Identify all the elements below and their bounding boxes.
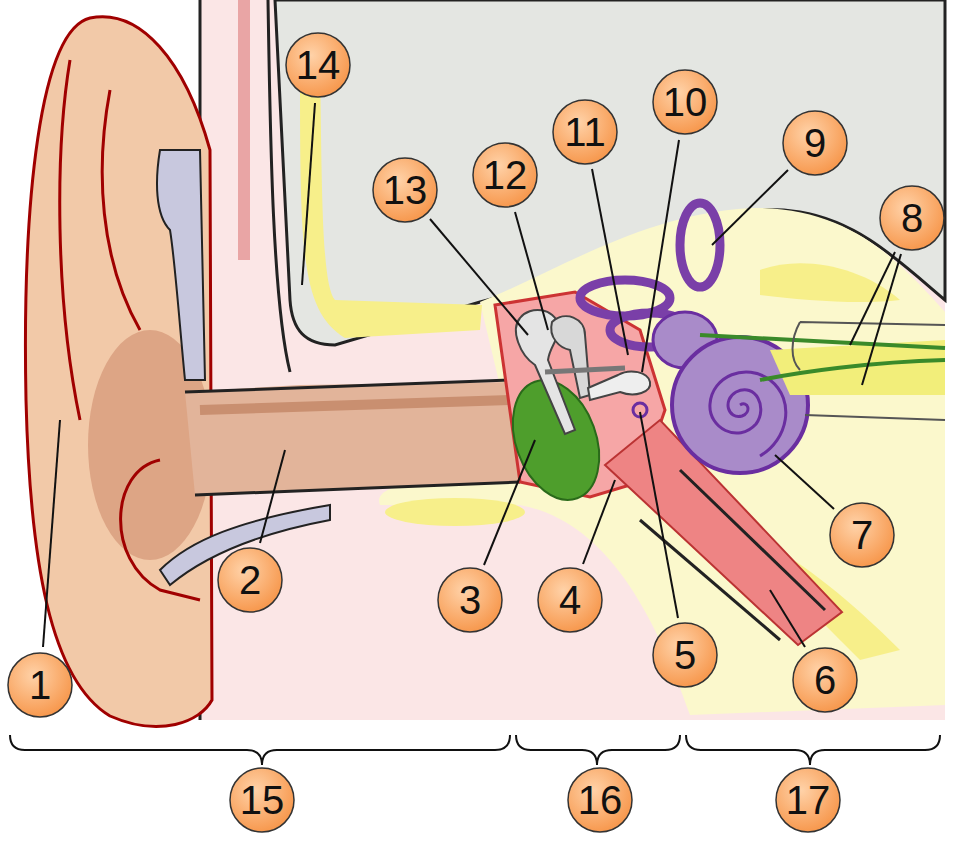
leader-line [642,140,679,372]
callout-number: 4 [559,580,581,620]
callout-circle-fill [880,186,944,250]
callout-circle-fill [553,100,617,164]
cochlea-spiral [710,372,786,456]
region-bracket [686,735,940,765]
callout-number: 6 [814,660,836,700]
tube-wall [640,520,780,640]
leader-line [712,170,788,245]
callout-number: 8 [901,198,923,238]
leader-line [640,412,678,618]
callout-circle-fill [218,548,282,612]
leader-line [770,590,805,647]
callout-number: 16 [578,780,623,820]
bone-band [760,263,900,302]
callout-circle: 7 [829,502,895,568]
callout-circle: 11 [552,99,618,165]
callout-circle-fill [653,623,717,687]
callout-circle-fill [438,568,502,632]
bone-band [385,498,525,526]
leader-line [583,480,615,564]
callout-circle: 14 [285,32,351,98]
leader-line [302,103,315,285]
leader-line [592,169,628,355]
callout-number: 12 [483,155,528,195]
bone-band [300,60,482,338]
vestibular-nerve [700,335,945,348]
callout-number: 13 [383,170,428,210]
callout-circle: 3 [437,567,503,633]
callout-circle-fill [783,111,847,175]
helix-line [102,90,140,330]
tube-wall [680,470,825,610]
ear-canal-wall [185,380,510,392]
leader-line [775,455,834,509]
ear-canal [185,382,520,495]
callout-circle-fill [373,158,437,222]
callout-circle-fill [473,143,537,207]
auricle [25,17,212,727]
callout-circle-fill [8,653,72,717]
callout-circle-fill [776,768,840,832]
callout-circle: 10 [652,69,718,135]
leader-line [484,440,535,565]
callout-circle: 1 [7,652,73,718]
region-bracket [10,735,510,765]
callout-number: 3 [459,580,481,620]
ear-canal-wall [195,482,520,495]
helix-line [60,60,80,420]
leader-line [515,212,548,330]
callout-circle: 15 [229,767,295,833]
callout-number: 7 [851,515,873,555]
tendon [545,368,625,372]
callout-circle-fill [653,70,717,134]
callout-circle-fill [830,503,894,567]
vessel [238,0,250,260]
callout-number: 2 [239,560,261,600]
callout-circle: 17 [775,767,841,833]
antitragus-line [121,460,200,600]
region-bracket [516,735,680,765]
incus [551,316,590,398]
semicircular-canal [680,203,720,287]
callout-number: 9 [804,123,826,163]
callout-circle-fill [538,568,602,632]
callout-circle-fill [793,648,857,712]
callout-circle: 4 [537,567,603,633]
soft-tissue [200,0,945,720]
callout-circle: 6 [792,647,858,713]
ear-canal-wall [200,400,510,410]
internal-canal [793,322,946,420]
callout-circle-fill [230,768,294,832]
leader-line [260,450,285,543]
callout-number: 11 [564,112,606,152]
callout-number: 1 [29,665,51,705]
callout-circle: 2 [217,547,283,613]
callout-number: 10 [663,82,708,122]
callout-circle-fill [286,33,350,97]
callout-number: 17 [786,780,831,820]
callout-number: 15 [240,780,285,820]
stapes [588,371,650,400]
callout-circle-fill [568,768,632,832]
callout-circle: 9 [782,110,848,176]
callout-number: 5 [674,635,696,675]
leader-line [862,254,901,385]
leader-line [43,420,60,647]
cochlear-nerve [760,360,945,380]
callout-circle: 16 [567,767,633,833]
callout-circle: 8 [879,185,945,251]
callout-number: 14 [296,45,341,85]
callout-circle: 5 [652,622,718,688]
callout-circle: 12 [472,142,538,208]
cartilage [157,150,205,380]
callout-circle: 13 [372,157,438,223]
leader-line [430,219,528,335]
